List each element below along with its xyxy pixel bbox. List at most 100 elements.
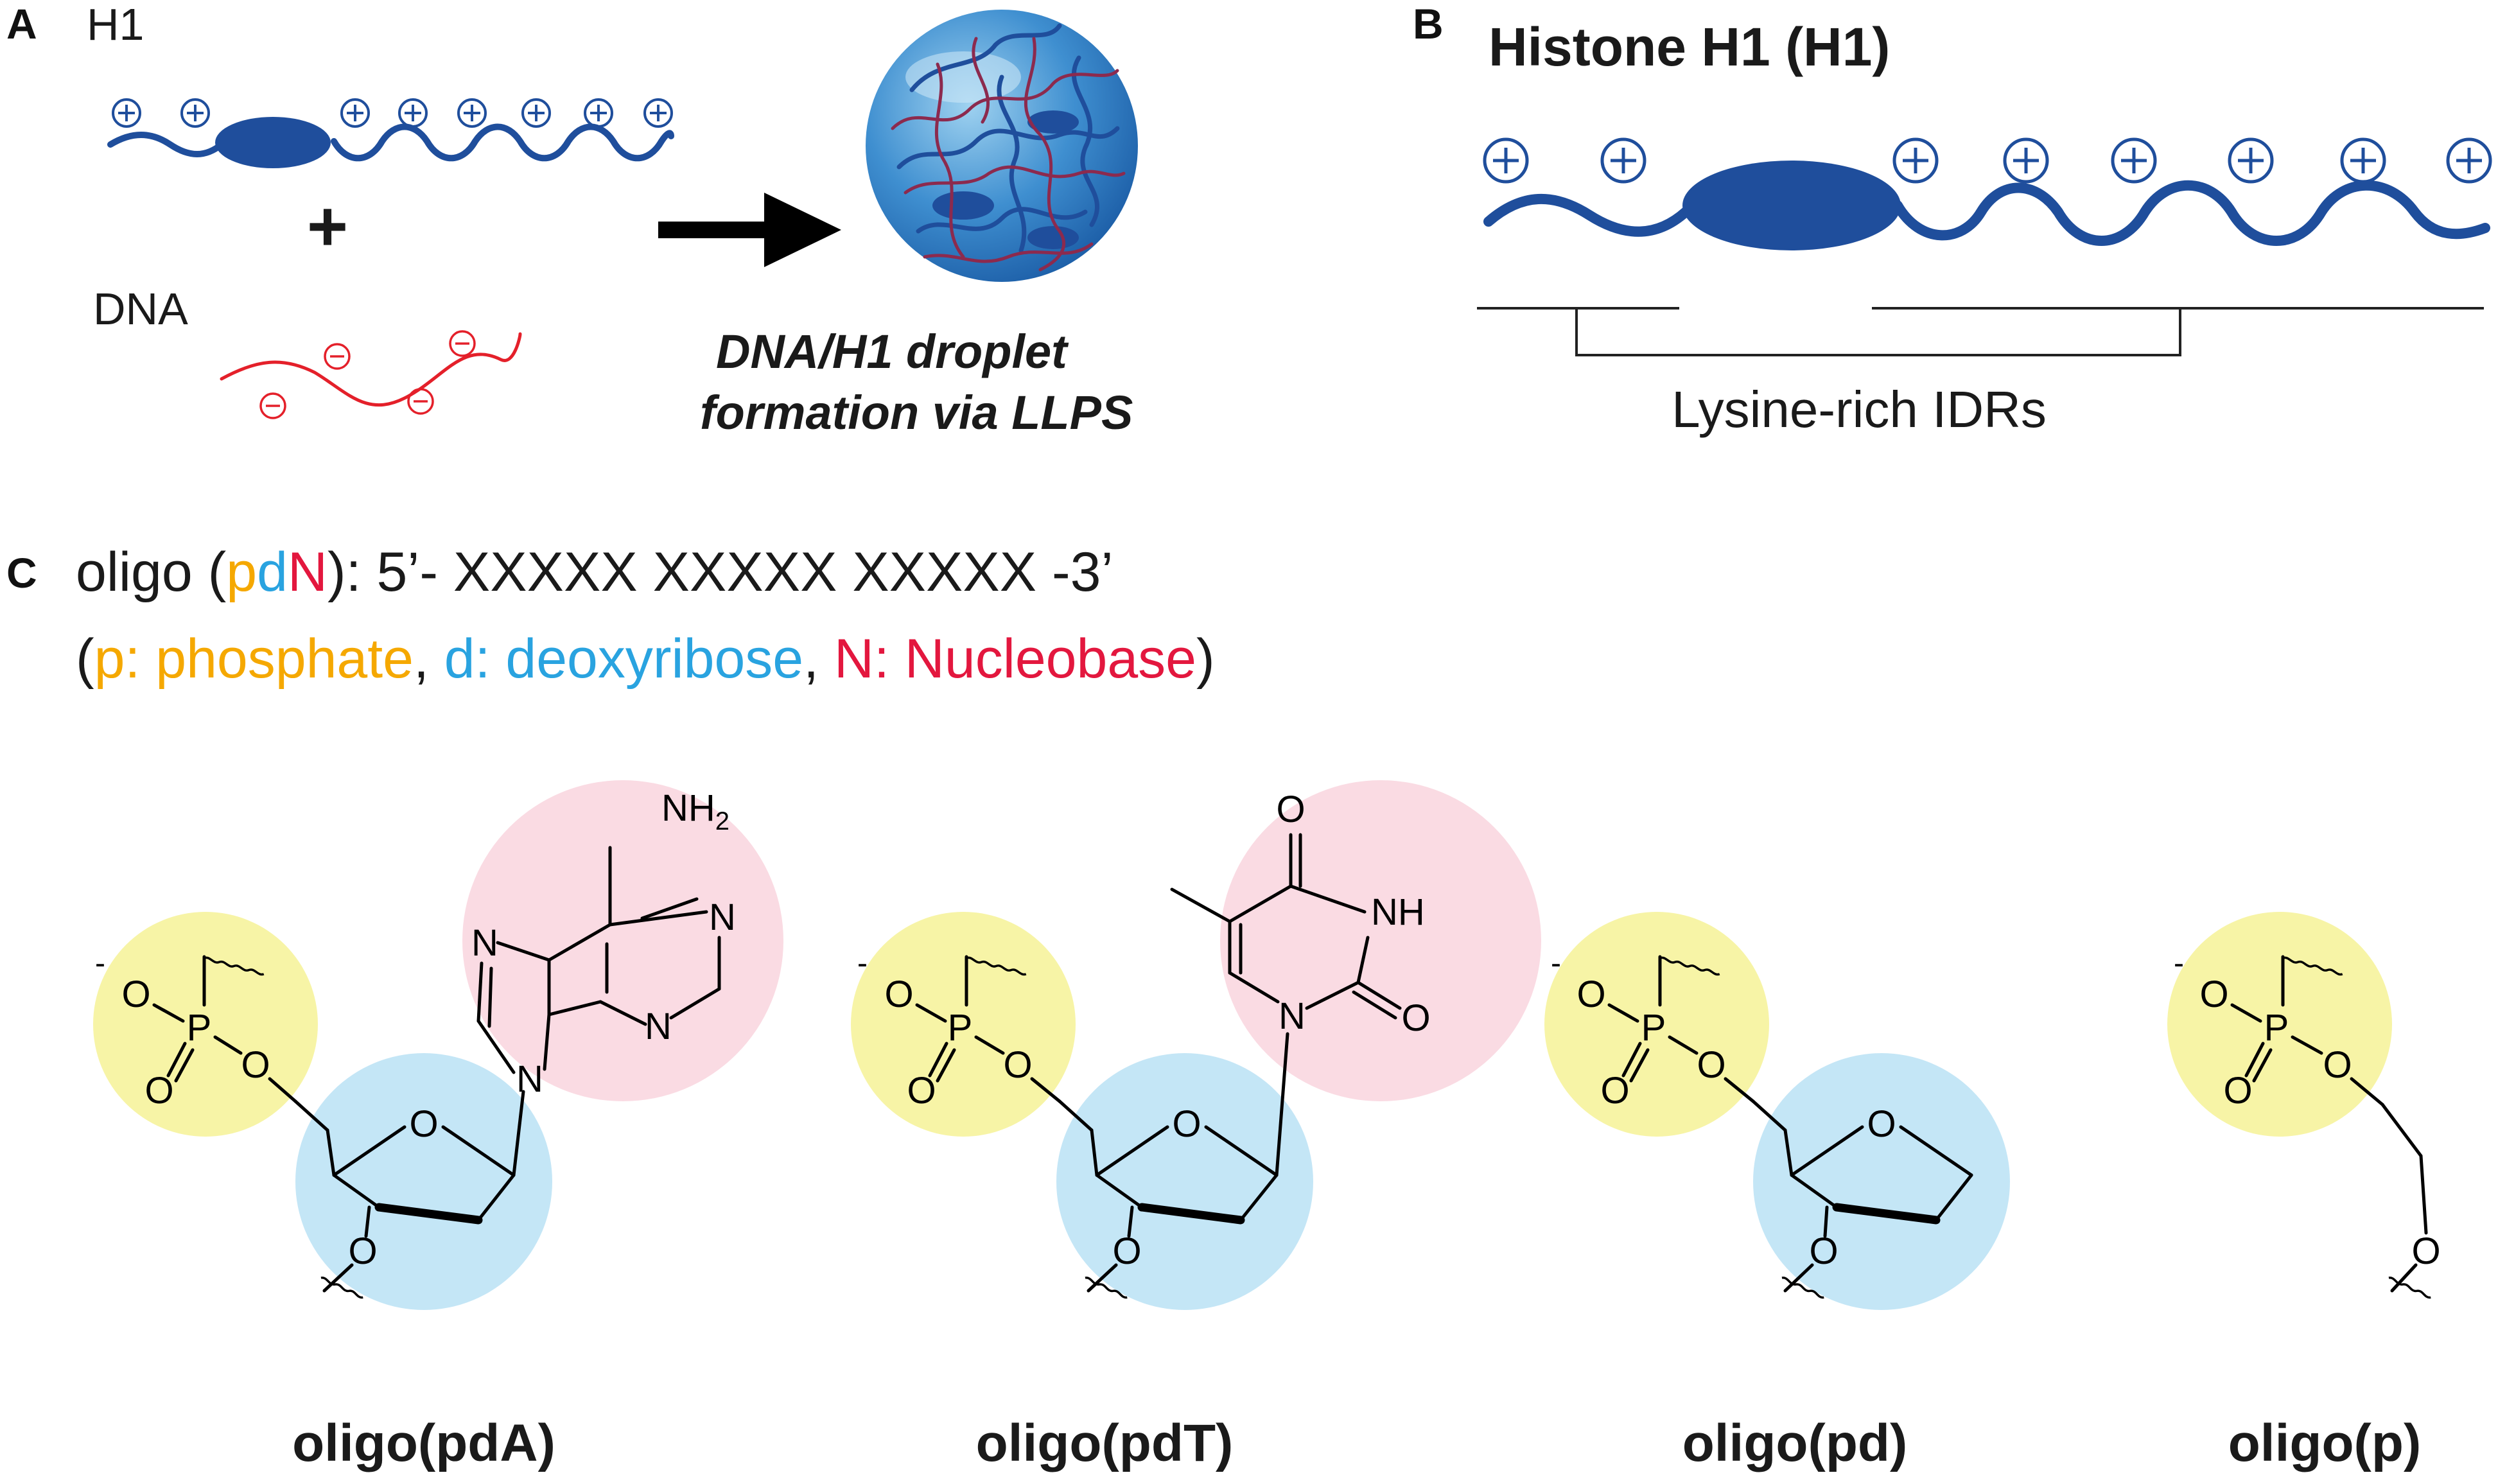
- phosphate-highlight: [1544, 912, 1769, 1137]
- atom-o: O: [1003, 1044, 1032, 1086]
- atom-n: N: [709, 896, 736, 938]
- compound-name-pdt: oligo(pdT): [976, 1414, 1234, 1472]
- plus-charge-icon: [2230, 139, 2272, 182]
- h1-protein-chain-large: [1483, 180, 2490, 246]
- oligo-sequence: ): 5’- XXXXX XXXXX XXXXX -3’: [328, 541, 1114, 603]
- atom-o: O: [1600, 1070, 1629, 1112]
- plus-charge-icon: [584, 98, 613, 128]
- dna-strand: [220, 332, 522, 406]
- plus-charge-icon: [398, 98, 428, 128]
- idr-bracket: [1477, 307, 2484, 356]
- minus-sign: -: [2174, 947, 2184, 981]
- atom-o: O: [241, 1044, 270, 1086]
- panel-b: B Histone H1 (H1) Lysine-rich IDRs: [1413, 0, 2490, 438]
- plus-charge-icon: [1602, 139, 1645, 182]
- atom-o: O: [2223, 1070, 2252, 1112]
- droplet-illustration: [866, 10, 1138, 282]
- compound-name-pda: oligo(pdA): [292, 1414, 555, 1472]
- plus-charge-icon: [2005, 139, 2047, 182]
- atom-o: O: [1577, 973, 1605, 1015]
- h1-label: H1: [87, 0, 144, 49]
- h1-charges-large: [1485, 139, 2490, 182]
- right-arrow-icon: [658, 193, 841, 267]
- dna-label: DNA: [93, 284, 188, 334]
- idr-label: Lysine-rich IDRs: [1672, 381, 2047, 438]
- plus-charge-icon: [2113, 139, 2155, 182]
- atom-n: N: [516, 1058, 543, 1100]
- atom-nh: NH: [1371, 891, 1425, 933]
- legend-sep: ,: [803, 628, 834, 690]
- plus-charge-icon: [340, 98, 370, 128]
- h1-charges: [112, 98, 673, 128]
- atom-n: N: [471, 922, 498, 964]
- plus-charge-icon: [2342, 139, 2384, 182]
- phosphate-highlight: [851, 912, 1076, 1137]
- panel-a: A H1 + DNA: [6, 0, 1138, 439]
- compound-name-p: oligo(p): [2228, 1414, 2422, 1472]
- atom-o: O: [1172, 1103, 1201, 1145]
- atom-o: O: [121, 973, 150, 1015]
- legend-open: (: [76, 628, 94, 690]
- atom-p: P: [1641, 1007, 1666, 1049]
- plus-charge-icon: [457, 98, 487, 128]
- nucleobase-highlight: [1220, 780, 1541, 1101]
- droplet-caption-line2: formation via LLPS: [700, 386, 1133, 439]
- oligo-p: p: [226, 541, 257, 603]
- atom-p: P: [2264, 1007, 2289, 1049]
- h1-globular-domain: [215, 117, 331, 168]
- legend-phosphate: p: phosphate: [94, 628, 414, 690]
- structure-p: - O P O O O: [2167, 912, 2441, 1299]
- histone-title: Histone H1 (H1): [1489, 17, 1890, 77]
- structure-pd: - O P O O O O: [1544, 912, 2010, 1310]
- oligo-d: d: [257, 541, 288, 603]
- atom-o: O: [1809, 1230, 1838, 1272]
- minus-charge-icon: [259, 392, 286, 419]
- structure-pda: - O P O O O O: [93, 780, 783, 1310]
- atom-o: O: [1867, 1103, 1896, 1145]
- atom-n: N: [645, 1006, 672, 1047]
- legend-line: (p: phosphate, d: deoxyribose, N: Nucleo…: [76, 628, 1215, 690]
- oligo-n: N: [288, 541, 328, 603]
- deoxyribose-highlight: [295, 1053, 552, 1310]
- plus-charge-icon: [1485, 139, 1527, 182]
- plus-charge-icon: [112, 98, 141, 128]
- structure-pdt: - O P O O O O: [851, 780, 1541, 1310]
- atom-o: O: [1276, 789, 1305, 830]
- droplet-caption-line1: DNA/H1 droplet: [716, 325, 1069, 378]
- atom-o: O: [1697, 1044, 1725, 1086]
- atom-o: O: [884, 973, 913, 1015]
- legend-nucleobase: N: Nucleobase: [834, 628, 1196, 690]
- minus-sign: -: [95, 947, 105, 981]
- nucleobase-highlight: [462, 780, 783, 1101]
- panel-label-a: A: [6, 0, 37, 48]
- phosphate-highlight: [93, 912, 318, 1137]
- legend-deoxyribose: d: deoxyribose: [444, 628, 803, 690]
- legend-sep: ,: [414, 628, 444, 690]
- minus-sign: -: [857, 947, 868, 981]
- minus-charge-icon: [324, 343, 351, 370]
- legend-close: ): [1196, 628, 1215, 690]
- atom-p: P: [948, 1007, 973, 1049]
- atom-p: P: [187, 1007, 212, 1049]
- panel-c: C oligo (pdN): 5’- XXXXX XXXXX XXXXX -3’…: [6, 541, 2441, 1472]
- minus-charge-icon: [449, 330, 476, 357]
- plus-sign: +: [307, 187, 348, 266]
- h1-protein-chain: [107, 123, 674, 162]
- deoxyribose-highlight: [1056, 1053, 1313, 1310]
- plus-charge-icon: [180, 98, 210, 128]
- minus-sign: -: [1551, 947, 1561, 981]
- atom-o: O: [409, 1103, 438, 1145]
- compound-name-pd: oligo(pd): [1682, 1414, 1908, 1472]
- atom-o: O: [2199, 973, 2228, 1015]
- minus-charge-icon: [407, 388, 434, 415]
- plus-charge-icon: [521, 98, 551, 128]
- panel-label-b: B: [1413, 0, 1444, 48]
- atom-o: O: [1401, 997, 1430, 1039]
- h1-globular-domain-large: [1682, 161, 1901, 250]
- plus-charge-icon: [1894, 139, 1937, 182]
- plus-charge-icon: [2448, 139, 2490, 182]
- atom-o: O: [907, 1070, 936, 1112]
- amine-group: NH2: [661, 787, 729, 835]
- phosphate-highlight: [2167, 912, 2392, 1137]
- deoxyribose-highlight: [1753, 1053, 2010, 1310]
